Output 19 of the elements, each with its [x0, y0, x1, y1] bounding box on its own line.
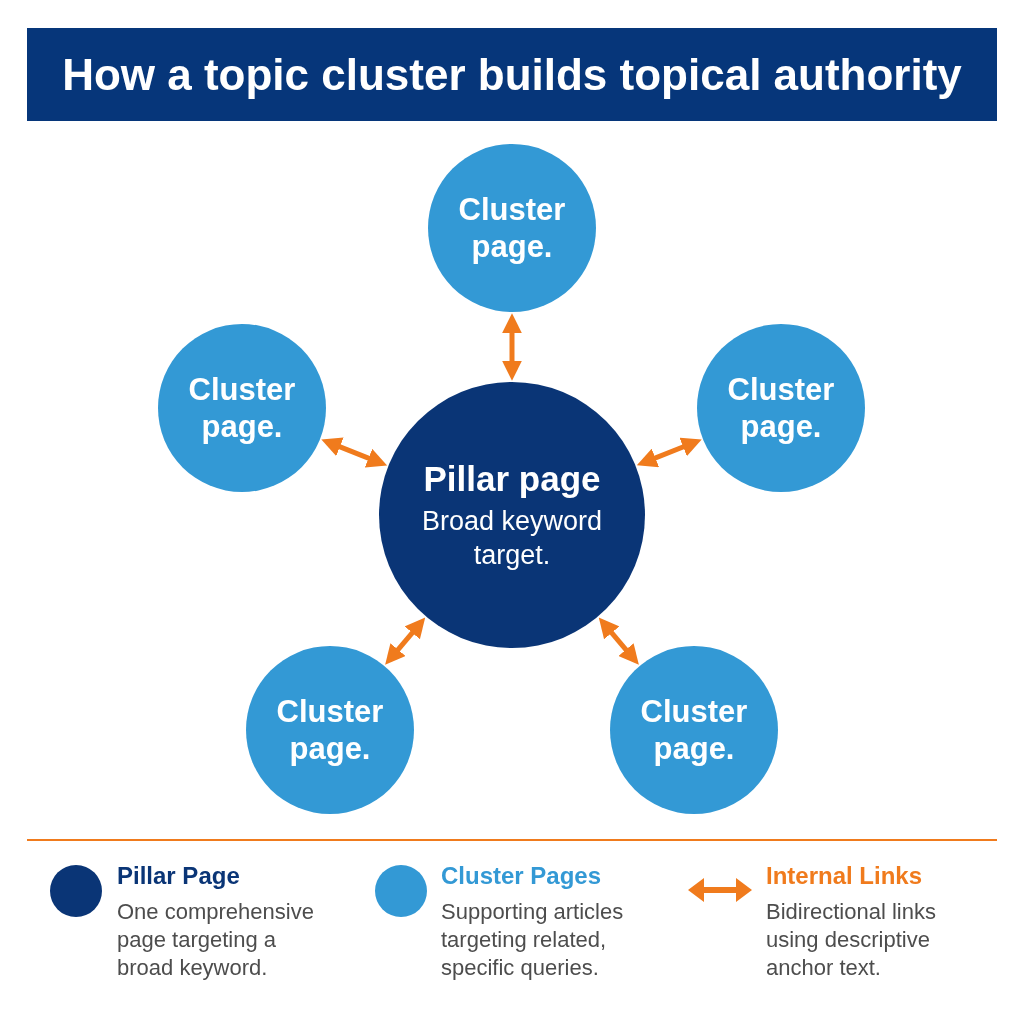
- pillar-description: Broad keyword target.: [420, 505, 604, 572]
- legend-heading: Pillar Page: [117, 861, 240, 891]
- legend-description: Supporting articles targeting related, specific queries.: [441, 898, 625, 982]
- cluster-label: Cluster page.: [187, 371, 297, 445]
- cluster-label: Cluster page.: [639, 693, 749, 767]
- legend-heading: Internal Links: [766, 861, 923, 891]
- legend-heading: Cluster Pages: [441, 861, 602, 891]
- double-arrow: [321, 437, 388, 468]
- cluster-label: Cluster page.: [457, 191, 567, 265]
- legend-description: One comprehensive page targeting a broad keyword.: [117, 898, 315, 982]
- cluster-label: Cluster page.: [275, 693, 385, 767]
- cluster-label: Cluster page.: [726, 371, 836, 445]
- double-arrow: [385, 617, 426, 665]
- double-arrow: [502, 313, 522, 381]
- double-arrow: [636, 437, 702, 468]
- legend-description: Bidirectional links using descriptive anchor text.: [766, 898, 937, 982]
- title: How a topic cluster builds topical authority: [62, 48, 962, 101]
- double-arrow: [598, 617, 639, 665]
- pillar-heading: Pillar page: [423, 458, 601, 500]
